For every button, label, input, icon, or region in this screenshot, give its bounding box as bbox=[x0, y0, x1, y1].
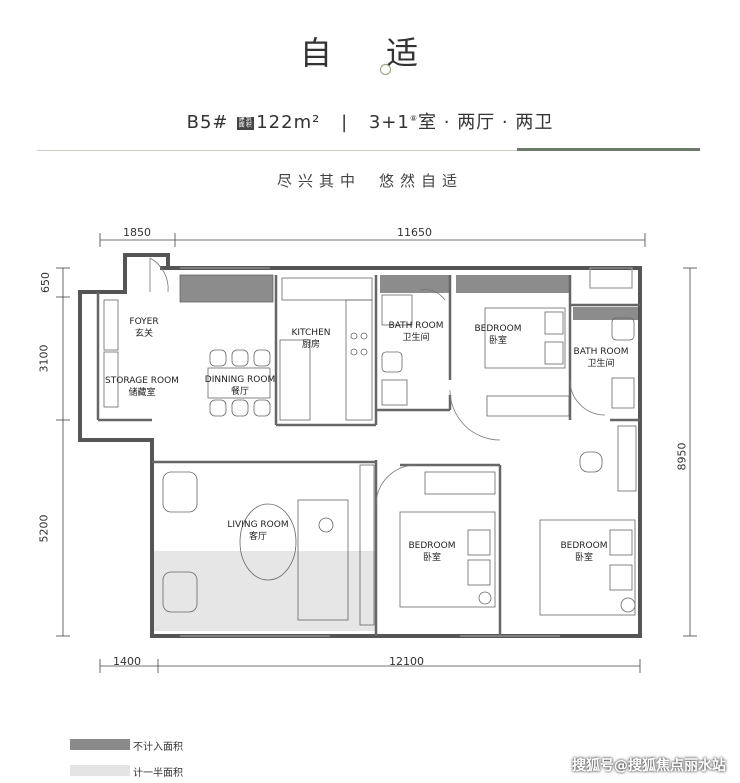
legend-half-swatch bbox=[70, 765, 130, 776]
dim-top-right: 11650 bbox=[397, 226, 432, 239]
windows bbox=[180, 267, 633, 637]
outer-walls bbox=[78, 253, 642, 638]
layout-circled-mark: ⑧ bbox=[409, 114, 419, 123]
room-bath2-en: BATH ROOM bbox=[573, 347, 629, 357]
dim-bottom-right: 12100 bbox=[389, 655, 424, 668]
room-bedroom2-label: BEDROOM 卧室 bbox=[404, 540, 460, 564]
room-storage-en: STORAGE ROOM bbox=[105, 376, 179, 386]
room-bedroom2-cn: 卧室 bbox=[422, 553, 441, 563]
room-bedroom3-cn: 卧室 bbox=[574, 553, 593, 563]
area-badge-icon: 建筑面积 bbox=[237, 115, 255, 130]
legend-excluded-swatch bbox=[70, 739, 130, 750]
room-foyer-cn: 玄关 bbox=[134, 329, 153, 339]
slogan-part-1: 尽兴其中 bbox=[276, 172, 361, 190]
dim-top-left: 1850 bbox=[123, 226, 151, 239]
unit-code: B5# bbox=[186, 112, 229, 133]
half-area-zones bbox=[152, 551, 376, 631]
room-storage-cn: 储藏室 bbox=[128, 388, 156, 398]
room-living-en: LIVING ROOM bbox=[227, 520, 289, 530]
room-kitchen-en: KITCHEN bbox=[291, 328, 331, 338]
room-dining-en: DINNING ROOM bbox=[204, 375, 276, 385]
watermark: 搜狐号@搜狐焦点丽水站 bbox=[572, 758, 726, 774]
header-divider-right bbox=[517, 148, 700, 151]
room-bedroom3-label: BEDROOM 卧室 bbox=[556, 540, 612, 564]
dim-left-top: 650 bbox=[39, 272, 52, 293]
legend-excluded-label: 不计入面积 bbox=[133, 742, 183, 753]
plan-title: 自 适 bbox=[299, 34, 441, 72]
room-dining-cn: 餐厅 bbox=[230, 387, 249, 397]
header-divider-left bbox=[37, 150, 517, 151]
dim-bottom-left: 1400 bbox=[113, 655, 141, 668]
spec-separator: | bbox=[341, 112, 349, 133]
room-dining-label: DINNING ROOM 餐厅 bbox=[202, 374, 278, 398]
room-living-cn: 客厅 bbox=[248, 532, 267, 542]
title-dot-ornament bbox=[380, 64, 391, 75]
room-bedroom2-en: BEDROOM bbox=[408, 541, 456, 551]
room-kitchen-cn: 厨房 bbox=[301, 340, 320, 350]
furniture bbox=[103, 274, 637, 626]
room-foyer-label: FOYER 玄关 bbox=[122, 316, 166, 340]
dimension-lines bbox=[56, 233, 697, 673]
interior-walls bbox=[96, 275, 640, 636]
slogan-part-2: 悠然自适 bbox=[379, 172, 464, 190]
legend-half-label: 计一半面积 bbox=[133, 768, 183, 779]
room-bath1-cn: 卫生间 bbox=[402, 333, 430, 343]
unit-area: 122m² bbox=[256, 112, 321, 133]
room-bath1-en: BATH ROOM bbox=[388, 321, 444, 331]
room-bedroom1-cn: 卧室 bbox=[488, 336, 507, 346]
layout-suffix: 室 · 两厅 · 两卫 bbox=[418, 112, 554, 133]
dim-left-bottom: 5200 bbox=[37, 514, 51, 543]
room-bath2-label: BATH ROOM 卫生间 bbox=[570, 346, 632, 370]
excluded-area-zones bbox=[180, 275, 638, 320]
room-bedroom1-label: BEDROOM 卧室 bbox=[470, 323, 526, 347]
room-bedroom1-en: BEDROOM bbox=[474, 324, 522, 334]
room-living-label: LIVING ROOM 客厅 bbox=[226, 519, 290, 543]
dim-left-mid: 3100 bbox=[37, 344, 51, 373]
room-bedroom3-en: BEDROOM bbox=[560, 541, 608, 551]
room-bath2-cn: 卫生间 bbox=[587, 359, 615, 369]
layout-prefix: 3+1 bbox=[368, 112, 410, 133]
room-bath1-label: BATH ROOM 卫生间 bbox=[386, 320, 446, 344]
room-kitchen-label: KITCHEN 厨房 bbox=[286, 327, 336, 351]
room-foyer-en: FOYER bbox=[129, 317, 159, 327]
slogan: 尽兴其中悠然自适 bbox=[0, 170, 740, 191]
door-swings bbox=[149, 257, 606, 506]
dim-right: 8950 bbox=[675, 442, 689, 471]
room-storage-label: STORAGE ROOM 储藏室 bbox=[104, 375, 180, 399]
